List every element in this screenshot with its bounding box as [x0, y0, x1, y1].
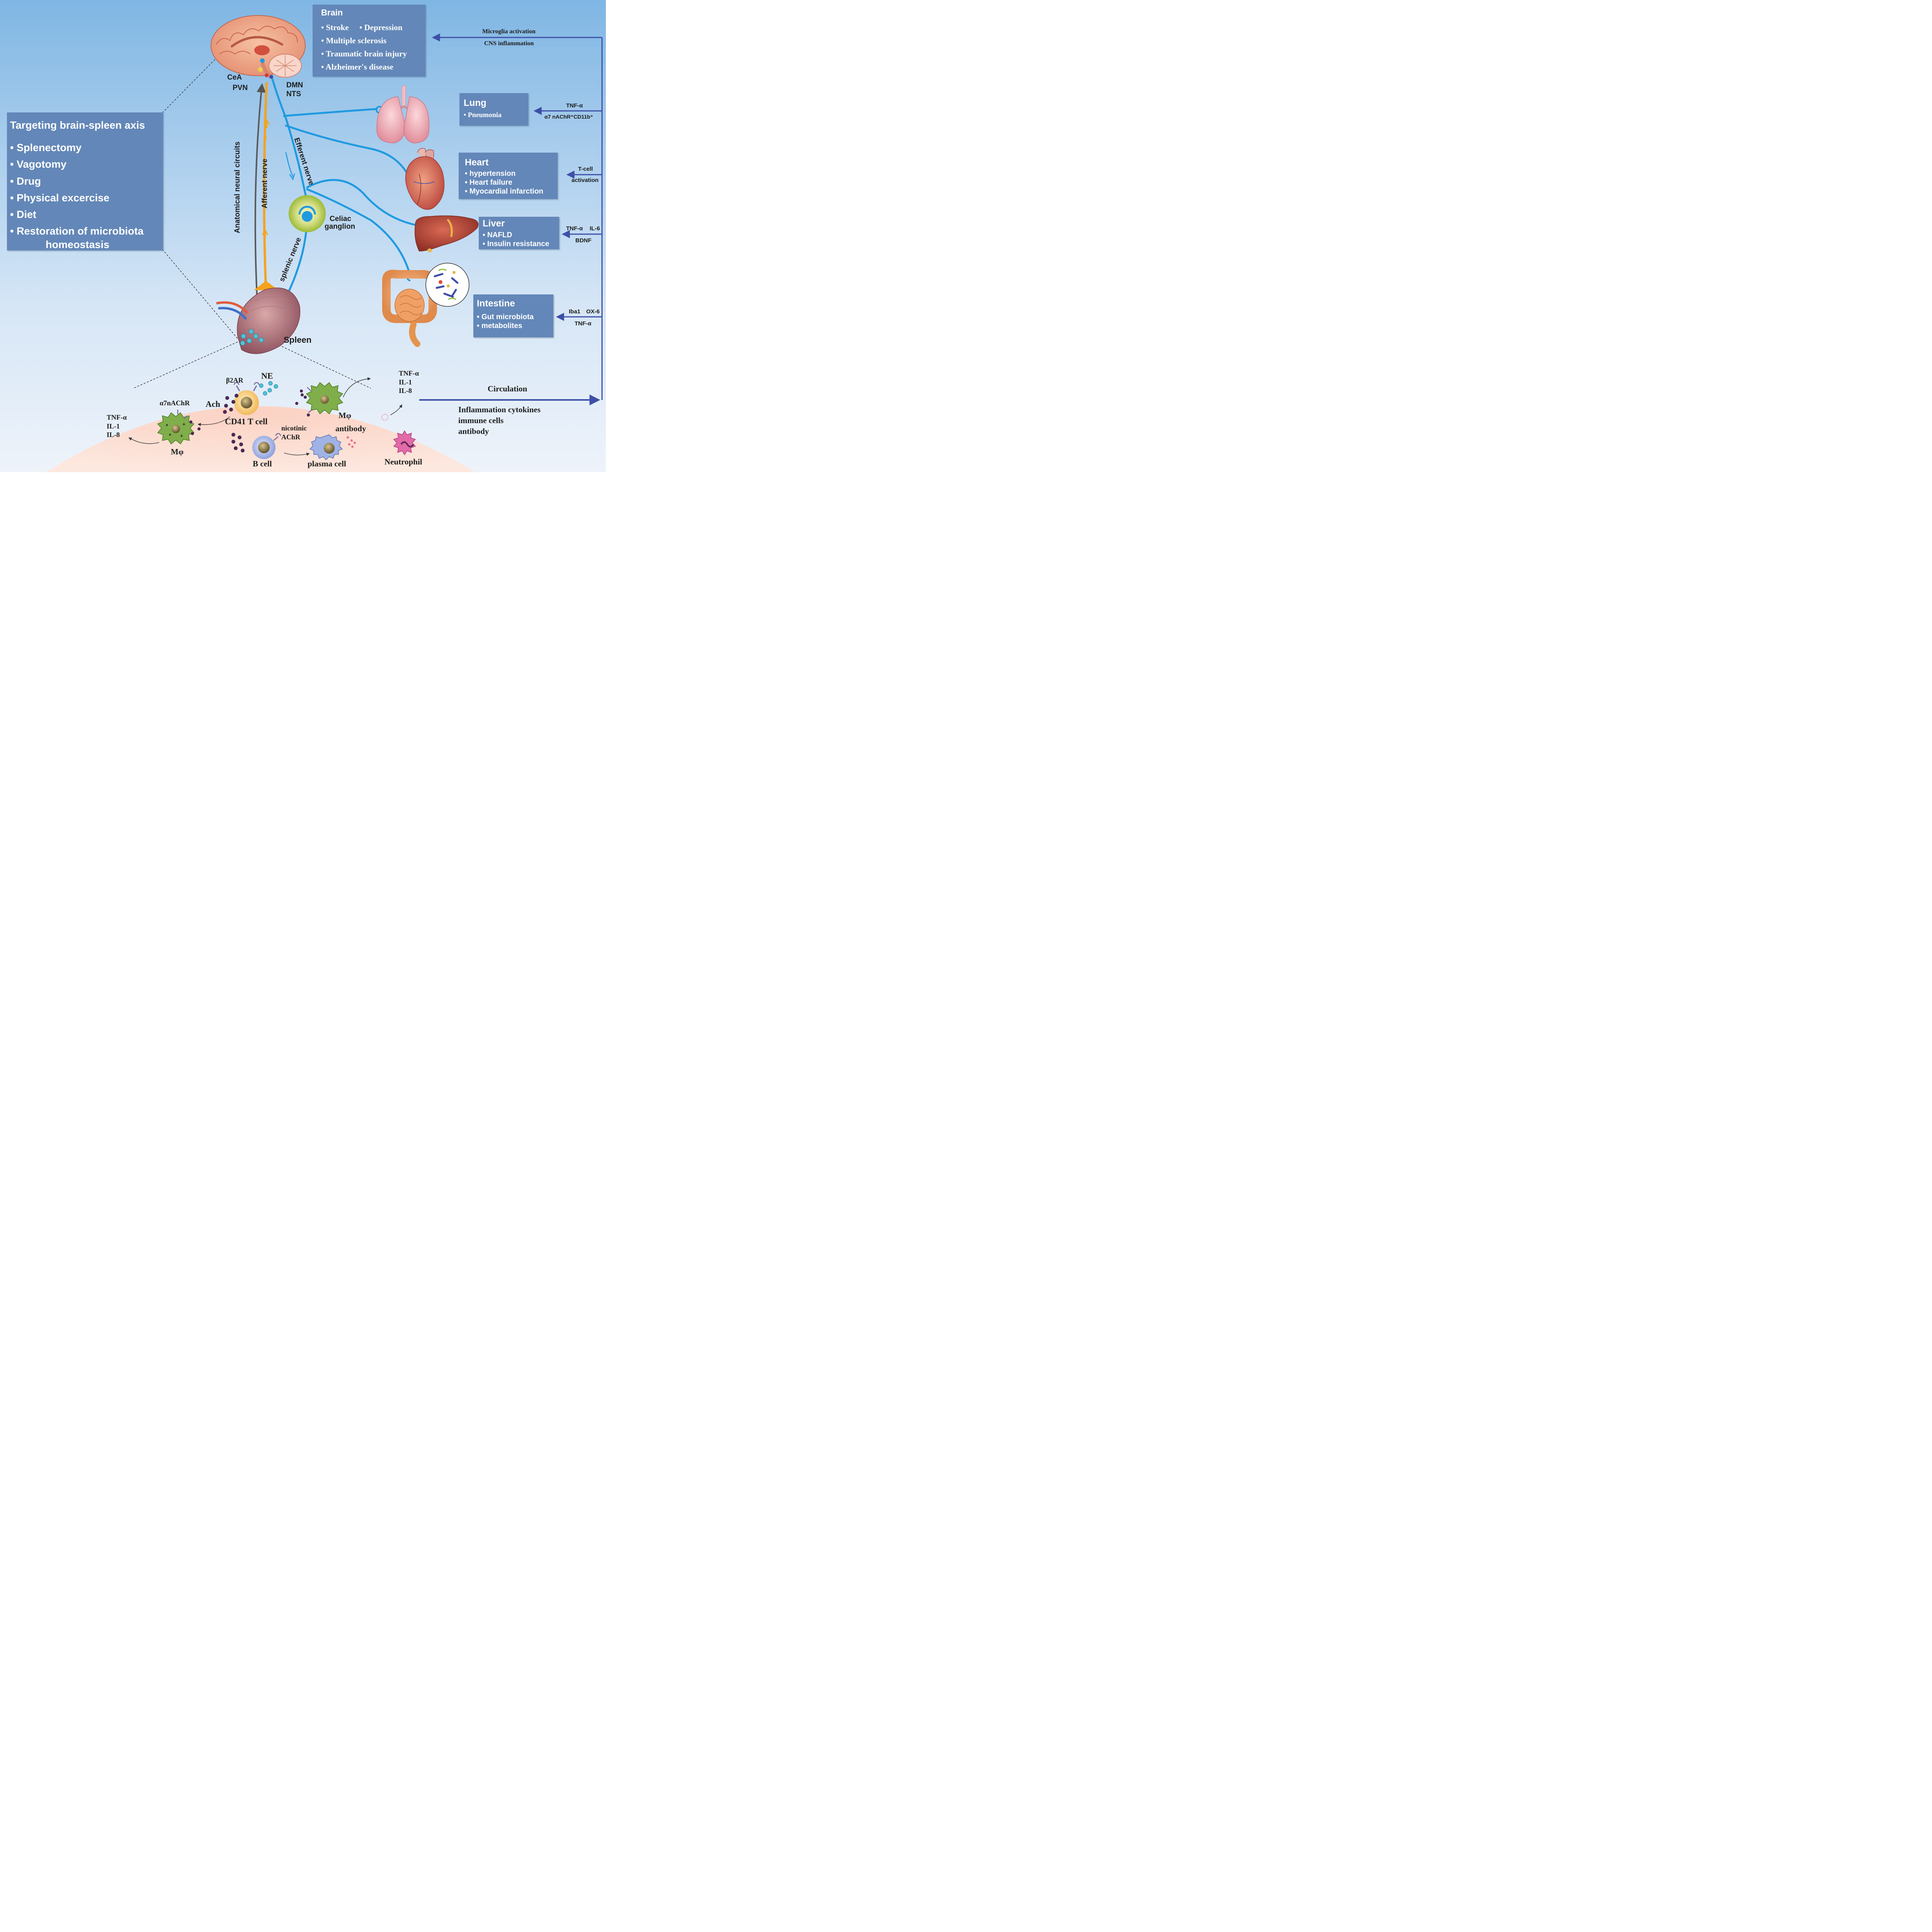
label-plasma-cell: plasma cell [308, 459, 346, 468]
brain-disease-depression: Depression [364, 23, 403, 32]
nerve-to-intestine [306, 188, 412, 277]
celiac-ganglion-illustration [289, 195, 326, 232]
brain-disease-row-1: • Stroke • Depression [321, 23, 403, 32]
axis-item-exercise: Physical excercise [16, 192, 110, 204]
label-nicotinic-1: nicotinic [281, 424, 307, 432]
label-circulation: Circulation [488, 384, 527, 393]
heart-item-hypertension: hypertension [469, 170, 516, 178]
intestine-illustration [382, 263, 469, 347]
circulation-line-2: immune cells [458, 416, 504, 425]
feedback-arrows [419, 33, 603, 405]
brain-illustration [211, 15, 306, 79]
feedback-liver-1: TNF-α [566, 225, 583, 232]
feedback-lung-2: α7 nAChR⁺CD11b⁺ [544, 114, 594, 120]
label-ach: Ach [206, 399, 220, 409]
nerve-to-lung [283, 108, 378, 117]
intestine-box: Intestine • Gut microbiota • metabolites [473, 294, 553, 337]
label-spleen: Spleen [284, 335, 312, 345]
nerve-pathways [254, 78, 422, 333]
afferent-nerve-line [263, 82, 268, 289]
brain-spleen-axis-diagram: Brain • Stroke • Depression • Multiple s… [0, 0, 606, 472]
label-right-cytokine-1: TNF-α [399, 369, 419, 377]
feedback-liver-3: BDNF [575, 237, 592, 244]
spleen-illustration [216, 287, 301, 354]
axis-item-microbiota: Restoration of microbiota [16, 225, 144, 237]
intestine-box-title: Intestine [477, 298, 515, 309]
cell-arrows [128, 377, 402, 456]
label-left-cytokine-2: IL-1 [107, 422, 120, 430]
label-a7nachr: α7nAChR [160, 399, 190, 407]
axis-item-drug: Drug [16, 175, 41, 187]
efferent-nerve-main [271, 78, 308, 204]
axis-item-splenectomy: Splenectomy [16, 142, 82, 153]
brain-disease-ms: Multiple sclerosis [326, 36, 387, 45]
intestine-item-microbiota: Gut microbiota [481, 313, 534, 321]
heart-box: Heart • hypertension • Heart failure • M… [459, 153, 558, 199]
label-antibody: antibody [335, 424, 366, 433]
feedback-intestine-2: OX-6 [586, 308, 600, 315]
lung-box-title: Lung [464, 98, 486, 108]
lung-box: Lung • Pneumonia [459, 93, 528, 126]
brain-disease-tbi: Traumatic brain injury [326, 49, 407, 58]
brain-diseases-box: Brain • Stroke • Depression • Multiple s… [313, 5, 425, 77]
label-bcell: B cell [253, 459, 272, 468]
anatomical-circuit-line [254, 83, 266, 296]
feedback-heart-2: activation [571, 177, 599, 184]
label-pvn: PVN [233, 84, 248, 92]
brain-box-title: Brain [321, 8, 343, 17]
axis-item-diet: Diet [16, 209, 36, 221]
feedback-brain-1: Microglia activation [482, 28, 536, 35]
label-ne: NE [261, 371, 273, 381]
liver-item-insulin: Insulin resistance [487, 240, 549, 248]
liver-box: Liver • NAFLD • Insulin resistance [479, 217, 559, 249]
circulation-line-3: antibody [458, 427, 489, 436]
label-mphi-left: Mφ [171, 447, 184, 456]
circulation-lines: Inflammation cytokines immune cells anti… [458, 404, 541, 437]
nerve-to-heart [285, 124, 411, 179]
liver-illustration [415, 215, 479, 252]
label-right-cytokine-3: IL-8 [399, 387, 412, 395]
label-right-cytokine-2: IL-1 [399, 378, 412, 386]
brain-disease-ad: Alzheimer's disease [325, 62, 393, 71]
targeting-axis-box: Targeting brain-spleen axis • Splenectom… [7, 112, 163, 250]
axis-item-vagotomy: Vagotomy [16, 158, 66, 170]
liver-item-nafld: NAFLD [487, 231, 512, 239]
label-celiac-2: ganglion [325, 223, 355, 231]
label-afferent-nerve: Afferent nerve [261, 158, 269, 209]
feedback-brain-2: CNS inflammation [484, 40, 534, 47]
label-cea: CeA [227, 73, 242, 82]
liver-box-title: Liver [483, 218, 505, 229]
brain-disease-stroke: Stroke [326, 23, 349, 32]
diagram-artwork [46, 15, 603, 472]
feedback-intestine-1: Iba1 [569, 308, 581, 315]
feedback-heart-1: T-cell [578, 166, 593, 172]
lung-item-pneumonia: Pneumonia [468, 111, 502, 119]
label-b2ar: β2AR [226, 376, 243, 384]
feedback-liver-2: IL-6 [590, 225, 600, 232]
intestine-item-metabolites: metabolites [481, 322, 522, 330]
label-mphi-right: Mφ [338, 411, 351, 420]
label-dmn: DMN [286, 81, 303, 89]
label-celiac-1: Celiac [330, 215, 351, 223]
feedback-intestine-3: TNF-α [575, 320, 592, 327]
heart-item-mi: Myocardial infarction [469, 187, 544, 196]
heart-illustration [405, 148, 445, 210]
feedback-lung-1: TNF-α [566, 102, 583, 109]
label-nts: NTS [286, 90, 301, 98]
label-neutrophil: Neutrophil [384, 457, 422, 466]
label-left-cytokine-1: TNF-α [107, 413, 127, 421]
label-left-cytokine-3: IL-8 [107, 431, 120, 439]
zoom-lines [133, 56, 371, 389]
nerve-to-liver [306, 179, 422, 227]
label-anatomical-circuits: Anatomical neural circuits [233, 141, 242, 233]
circulation-line-1: Inflammation cytokines [458, 405, 541, 414]
heart-box-title: Heart [465, 157, 489, 168]
heart-item-heart-failure: Heart failure [469, 179, 512, 187]
immune-cells [157, 381, 416, 461]
lung-illustration [376, 85, 430, 143]
label-nicotinic-2: AChR [281, 433, 301, 441]
axis-item-microbiota-cont: homeostasis [46, 238, 110, 250]
axis-box-title: Targeting brain-spleen axis [10, 119, 145, 131]
label-tcell: CD41 T cell [225, 417, 268, 426]
